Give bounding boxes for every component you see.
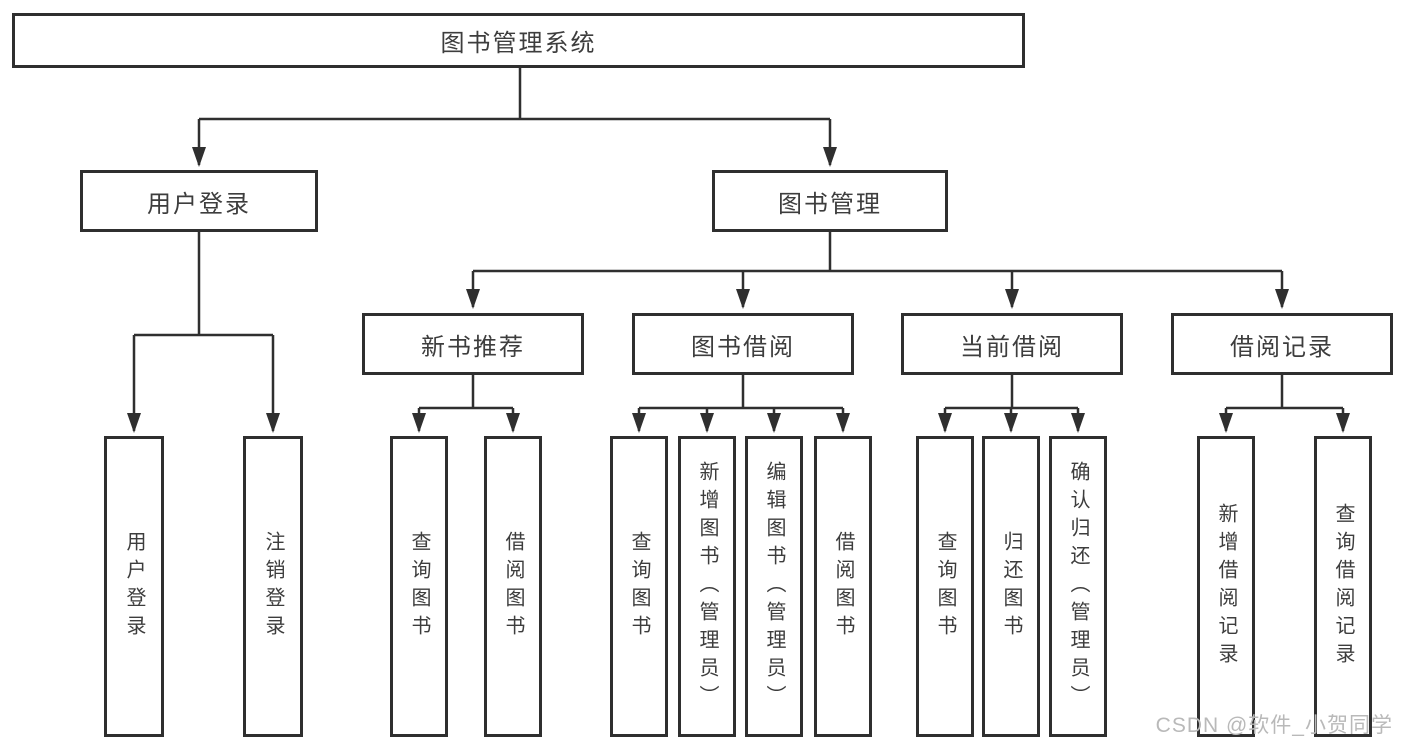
leaf-label: 查询图书 (628, 530, 650, 643)
node-leaf-query-books-3: 查询图书 (916, 436, 974, 737)
node-leaf-confirm-return-admin: 确认归还（管理员） (1049, 436, 1107, 737)
node-book-borrowing: 图书借阅 (632, 313, 854, 375)
leaf-label: 查询图书 (408, 530, 430, 643)
node-leaf-return-books: 归还图书 (982, 436, 1040, 737)
leaf-label: 查询图书 (934, 530, 956, 643)
leaf-label: 新增借阅记录 (1215, 502, 1237, 671)
node-leaf-query-books-1: 查询图书 (390, 436, 448, 737)
node-leaf-logout: 注销登录 (243, 436, 303, 737)
leaf-label: 查询借阅记录 (1332, 502, 1354, 671)
node-current-borrowing: 当前借阅 (901, 313, 1123, 375)
node-borrowing-records: 借阅记录 (1171, 313, 1393, 375)
leaf-label: 编辑图书（管理员） (763, 460, 785, 713)
node-leaf-add-books-admin: 新增图书（管理员） (678, 436, 736, 737)
leaf-label: 归还图书 (1000, 530, 1022, 643)
node-leaf-borrow-books-1: 借阅图书 (484, 436, 542, 737)
node-leaf-query-borrow-record: 查询借阅记录 (1314, 436, 1372, 737)
node-library-management-system: 图书管理系统 (12, 13, 1025, 68)
node-book-management: 图书管理 (712, 170, 948, 232)
node-user-login: 用户登录 (80, 170, 318, 232)
node-leaf-edit-books-admin: 编辑图书（管理员） (745, 436, 803, 737)
leaf-label: 注销登录 (262, 530, 284, 643)
leaf-label: 借阅图书 (502, 530, 524, 643)
leaf-label: 新增图书（管理员） (696, 460, 718, 713)
node-leaf-add-borrow-record: 新增借阅记录 (1197, 436, 1255, 737)
node-leaf-query-books-2: 查询图书 (610, 436, 668, 737)
node-leaf-borrow-books-2: 借阅图书 (814, 436, 872, 737)
leaf-label: 用户登录 (123, 530, 145, 643)
node-new-book-recommend: 新书推荐 (362, 313, 584, 375)
leaf-label: 确认归还（管理员） (1067, 460, 1089, 713)
leaf-label: 借阅图书 (832, 530, 854, 643)
node-leaf-user-login: 用户登录 (104, 436, 164, 737)
csdn-watermark: CSDN @软件_小贺同学 (1155, 714, 1393, 737)
